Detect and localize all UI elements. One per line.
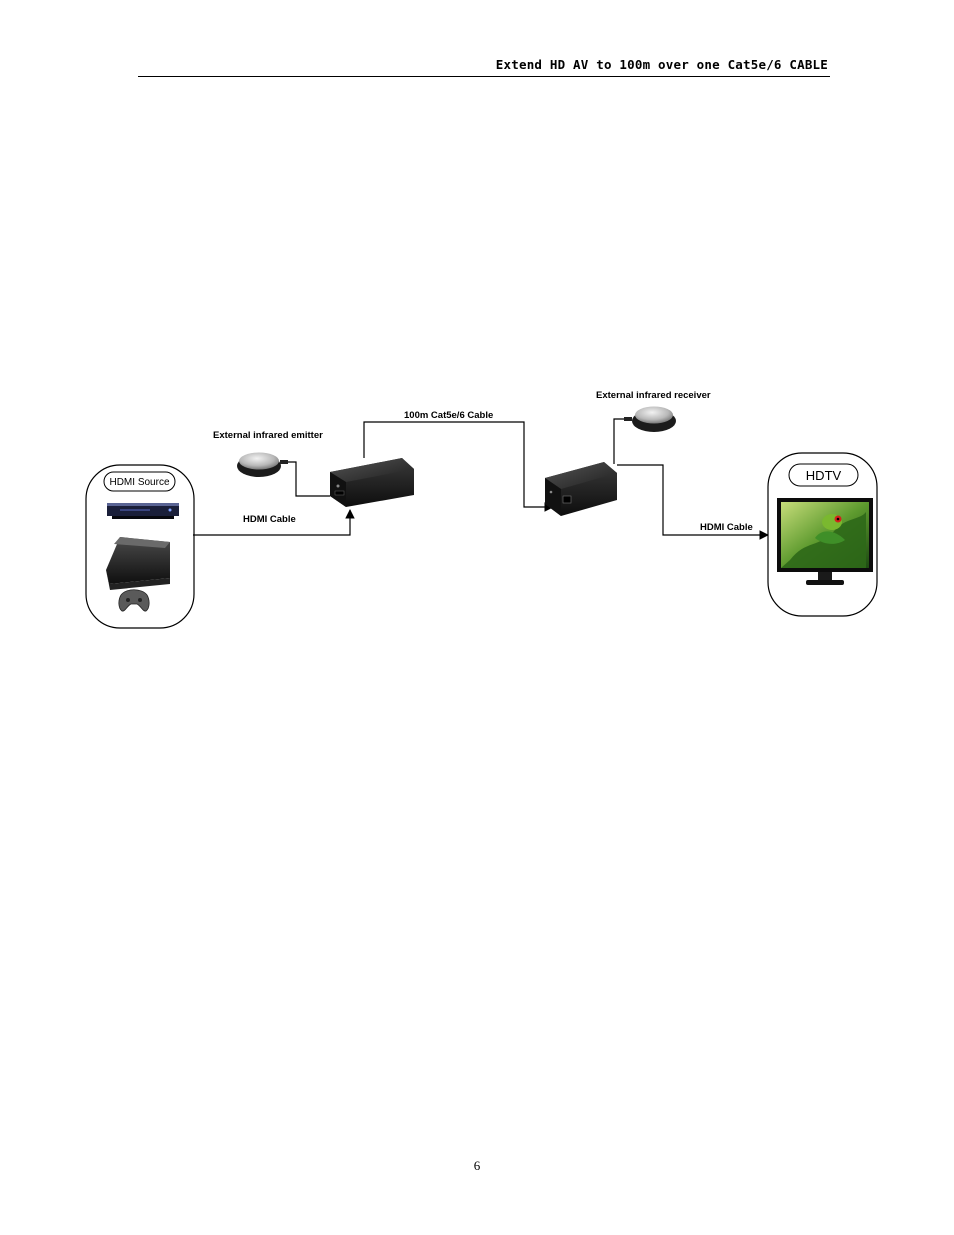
cat-cable-label: 100m Cat5e/6 Cable [404,410,493,421]
receiver-unit-icon [545,462,617,516]
header-title: Extend HD AV to 100m over one Cat5e/6 CA… [495,57,828,72]
hdtv-label: HDTV [806,468,842,483]
ir-emitter-group: External infrared emitter [213,430,323,477]
game-console-icon [106,537,170,590]
cat-cable-line [363,421,554,512]
header-rule [138,76,830,77]
hdtv-group: HDTV [767,452,878,617]
hdmi-cable-left-line [193,509,355,536]
hdmi-cable-right-line [617,464,769,540]
hdmi-source-pill [103,471,176,492]
hdmi-source-group: HDMI Source [85,464,195,629]
emitter-cable-line [288,461,330,497]
television-icon [777,498,873,585]
ir-receiver-label: External infrared receiver [596,390,711,401]
receiver-ir-cable-line [613,418,624,464]
transmitter-unit-icon [330,458,414,507]
controller-icon [118,589,150,612]
bluray-player-icon [107,503,179,519]
hdmi-source-label: HDMI Source [109,477,169,488]
hdtv-pill [788,463,859,487]
ir-emitter-icon [237,452,288,477]
ir-receiver-icon [624,406,676,432]
hdmi-cable-right-label: HDMI Cable [700,522,753,533]
hdmi-cable-left-label: HDMI Cable [243,514,296,525]
ir-emitter-label: External infrared emitter [213,430,323,441]
ir-receiver-group: External infrared receiver [596,390,711,432]
page-number: 6 [473,1158,481,1173]
